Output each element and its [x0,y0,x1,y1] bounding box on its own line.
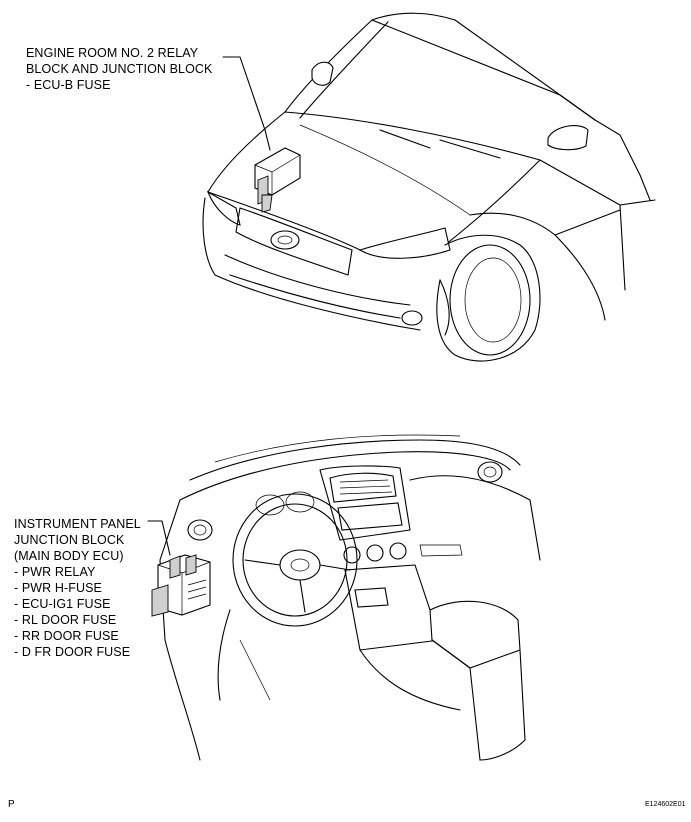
vehicle-exterior-illustration [202,12,656,362]
ip-callout-line-5: - PWR H-FUSE [14,581,102,595]
instrument-panel-illustration [147,434,541,761]
steering-wheel [232,493,358,627]
engine-room-relay-block [254,147,301,213]
corner-letter: P [8,799,15,810]
instrument-panel-junction-block [151,554,211,617]
ip-callout-leader [147,520,171,556]
engine-callout-line-2: BLOCK AND JUNCTION BLOCK [26,62,213,76]
engine-callout-line-3: - ECU-B FUSE [26,78,111,92]
ip-callout-line-9: - D FR DOOR FUSE [14,645,131,659]
ip-callout-line-3: (MAIN BODY ECU) [14,549,124,563]
ip-callout-line-4: - PWR RELAY [14,565,96,579]
instrument-panel-callout: INSTRUMENT PANEL JUNCTION BLOCK (MAIN BO… [14,516,141,660]
ip-callout-line-2: JUNCTION BLOCK [14,533,125,547]
engine-callout-line-1: ENGINE ROOM NO. 2 RELAY [26,46,199,60]
engine-room-callout: ENGINE ROOM NO. 2 RELAY BLOCK AND JUNCTI… [26,45,212,93]
ip-callout-line-7: - RL DOOR FUSE [14,613,117,627]
figure-code: E124602E01 [645,801,686,808]
ip-callout-line-8: - RR DOOR FUSE [14,629,119,643]
ip-callout-line-1: INSTRUMENT PANEL [14,517,141,531]
ip-callout-line-6: - ECU-IG1 FUSE [14,597,111,611]
engine-callout-leader [222,56,271,151]
